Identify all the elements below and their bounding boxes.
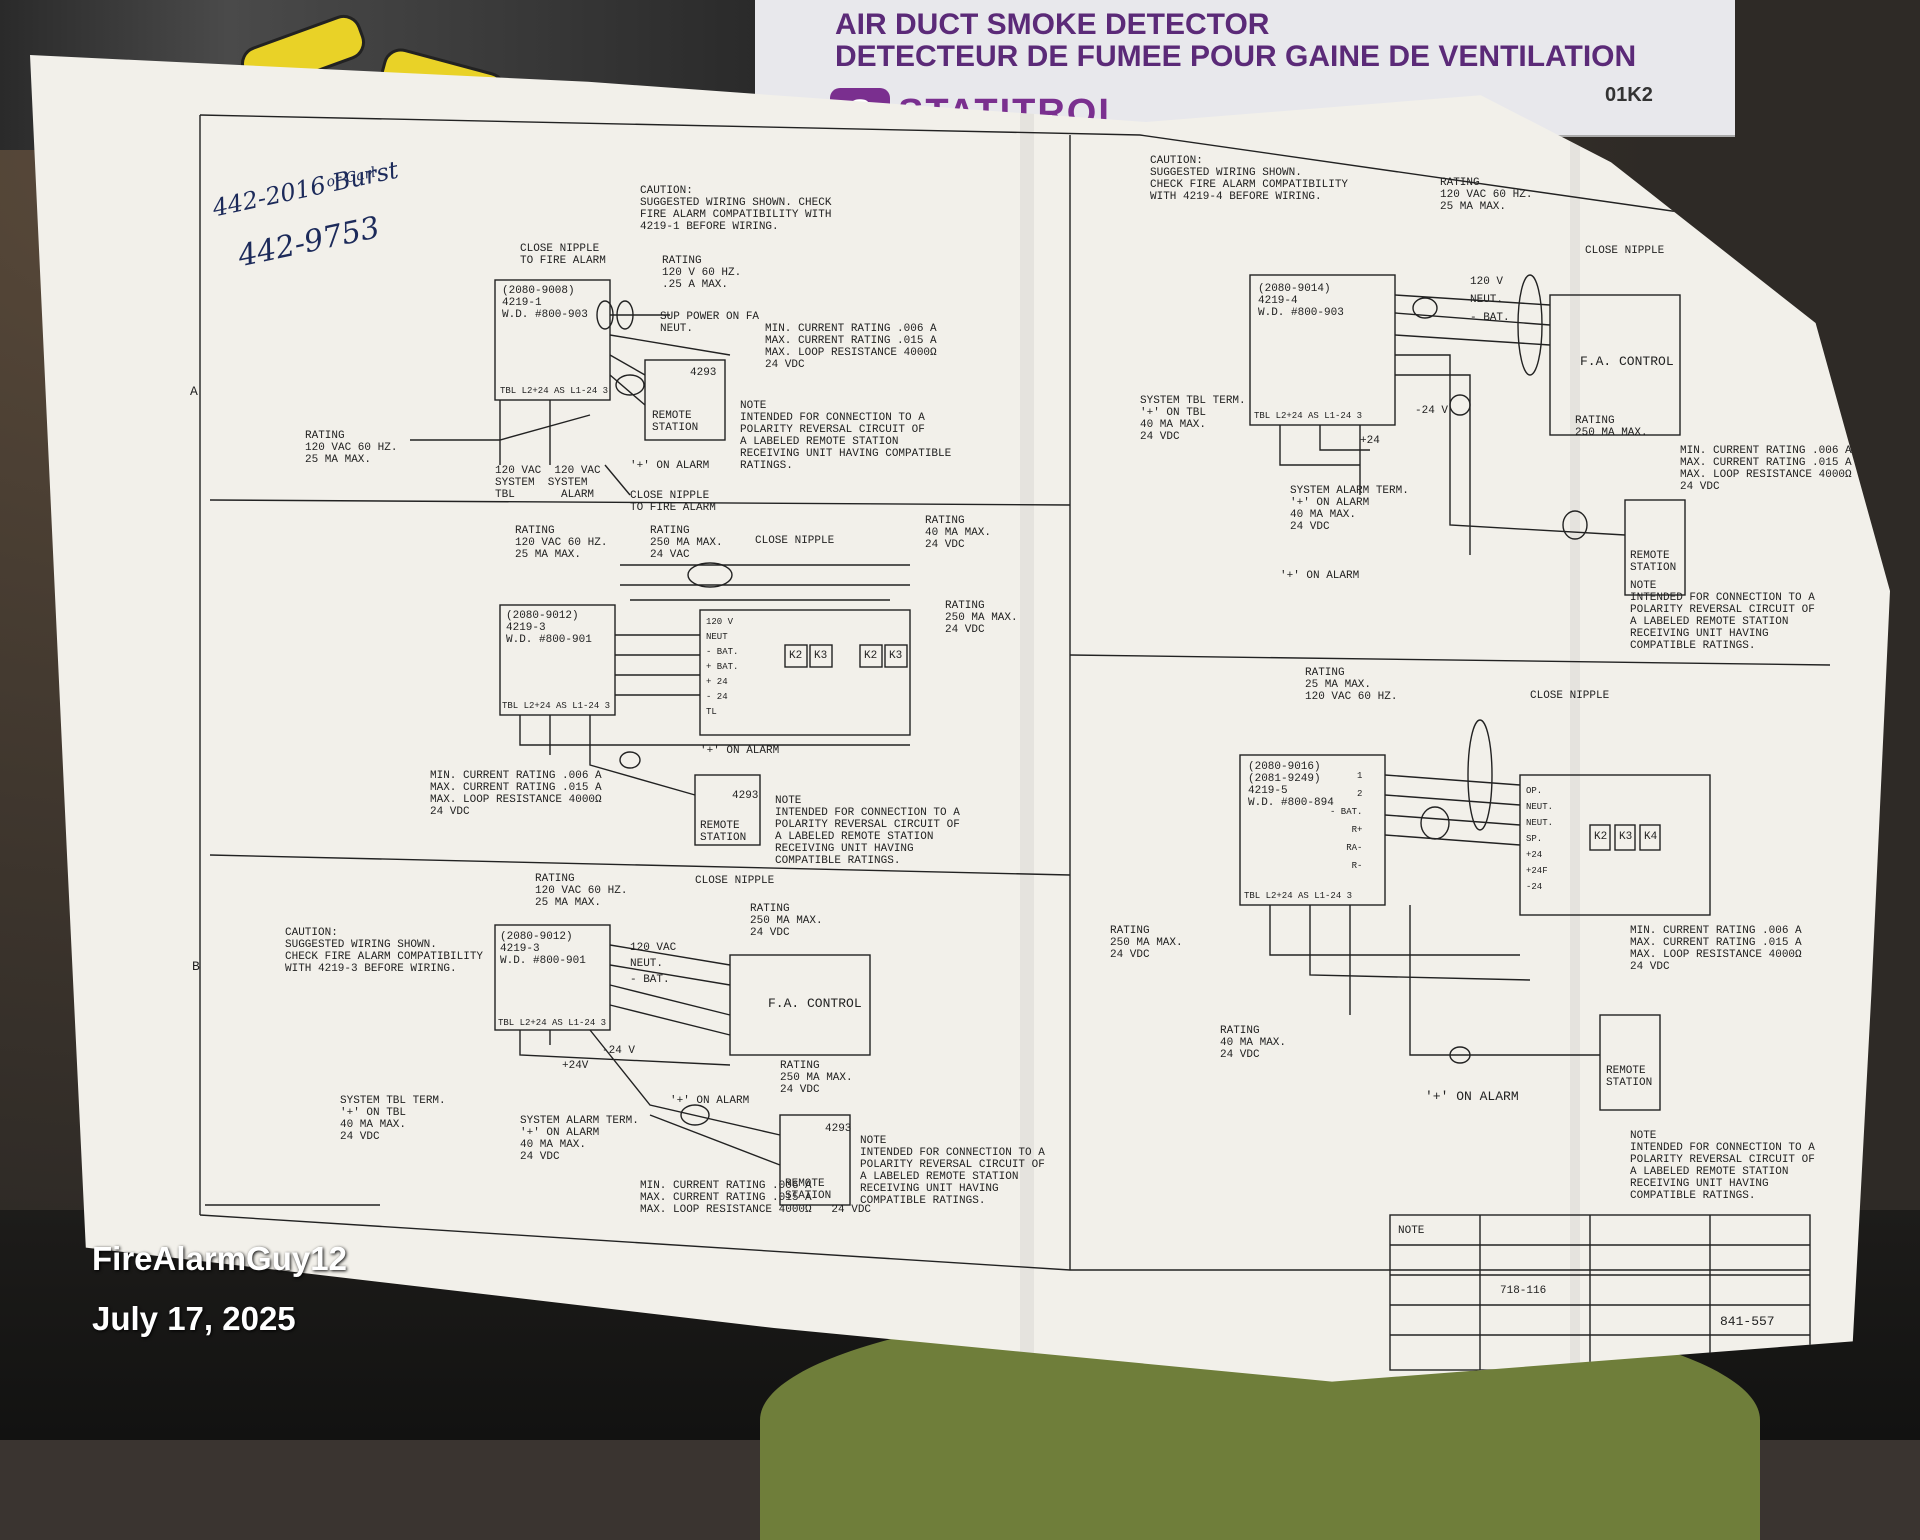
panel-d-on-alarm: '+' ON ALARM <box>1280 570 1360 582</box>
panel-d-caution: CAUTION: SUGGESTED WIRING SHOWN. CHECK F… <box>1150 155 1349 203</box>
panel-c-v24: -24 V <box>602 1045 636 1057</box>
author-overlay: FireAlarmGuy12 <box>92 1240 347 1277</box>
panel-a-close-nipple-bottom: CLOSE NIPPLE TO FIRE ALARM <box>630 490 716 514</box>
panel-a-note: NOTE INTENDED FOR CONNECTION TO A POLARI… <box>740 400 952 472</box>
panel-a-remote-num: 4293 <box>690 367 717 379</box>
panel-c-rating-mid: RATING 250 ma MAX. 24 VDC <box>750 903 823 939</box>
panel-c-min-current: MIN. CURRENT RATING .006 A MAX. CURRENT … <box>640 1180 872 1216</box>
panel-b-relay-k2b: K2 <box>864 650 878 662</box>
panel-b-relay-k3b: K3 <box>889 650 903 662</box>
panel-d-plus24: +24 <box>1360 435 1380 447</box>
side-marker-a: A <box>190 384 198 399</box>
paper-fold <box>1020 55 1034 1382</box>
panel-b-rating-mid: RATING 250 ma MAX. 24 VAC <box>650 525 723 561</box>
title-block-drawing-no: 841-557 <box>1720 1314 1775 1329</box>
panel-c-alarm-term: SYSTEM ALARM TERM. '+' ON ALARM 40 ma MA… <box>520 1115 639 1163</box>
paper-fold <box>1570 55 1580 1382</box>
panel-a-remote: REMOTE STATION <box>652 410 699 434</box>
box-title-en: AIR DUCT SMOKE DETECTOR <box>835 8 1270 41</box>
panel-e-note: NOTE INTENDED FOR CONNECTION TO A POLARI… <box>1630 1130 1815 1202</box>
panel-c-remote-num: 4293 <box>825 1123 852 1135</box>
title-block-doc-no: 718-116 <box>1500 1285 1547 1297</box>
panel-c-note: NOTE INTENDED FOR CONNECTION TO A POLARI… <box>860 1135 1045 1207</box>
panel-e-relay-k4: K4 <box>1644 831 1658 843</box>
panel-c-wires: 120 VAC NEUT. - BAT. <box>630 942 677 986</box>
panel-d-terminals: TBL L2+24 AS L1-24 3 <box>1254 411 1363 421</box>
panel-c-close-nipple: CLOSE NIPPLE <box>695 875 775 887</box>
panel-c-model: (2080-9012) 4219-3 W.D. #800-901 <box>500 931 586 967</box>
panel-e-relay-k3: K3 <box>1619 831 1633 843</box>
panel-e-min-current: MIN. CURRENT RATING .006 A MAX. CURRENT … <box>1630 925 1802 973</box>
panel-d-remote: REMOTE STATION <box>1630 550 1677 574</box>
side-marker-b: B <box>192 959 200 974</box>
panel-a-close-nipple-top: CLOSE NIPPLE TO FIRE ALARM <box>520 243 606 267</box>
panel-d-rating-right: RATING 250 ma MAX. <box>1575 415 1648 439</box>
panel-e-model: (2080-9016) (2081-9249) 4219-5 W.D. #800… <box>1248 761 1334 809</box>
panel-b-rating-left: RATING 120 VAC 60 HZ. 25 ma MAX. <box>515 525 608 561</box>
panel-c-rating-low: RATING 250 ma MAX. 24 VDC <box>780 1060 853 1096</box>
panel-d-v24: -24 V <box>1415 405 1449 417</box>
panel-a-rating-left: RATING 120 VAC 60 HZ. 25 ma MAX. <box>305 430 398 466</box>
panel-c-tbl-term: SYSTEM TBL TERM. '+' ON TBL 40 ma MAX. 2… <box>340 1095 446 1143</box>
panel-a-min-current: MIN. CURRENT RATING .006 A MAX. CURRENT … <box>765 323 937 371</box>
box-code: 01K2 <box>1605 84 1653 106</box>
panel-a-terminals: TBL L2+24 AS L1-24 3 <box>500 386 609 396</box>
panel-d-note: NOTE INTENDED FOR CONNECTION TO A POLARI… <box>1630 580 1815 652</box>
panel-d-alarm-term: SYSTEM ALARM TERM. '+' ON ALARM 40 ma MA… <box>1290 485 1409 533</box>
panel-e-terminals: TBL L2+24 AS L1-24 3 <box>1244 891 1353 901</box>
title-block-note: NOTE <box>1398 1225 1425 1237</box>
panel-b-relay-k2a: K2 <box>789 650 803 662</box>
wiring-diagram-lines <box>199 114 1841 1371</box>
panel-b-on-alarm: '+' ON ALARM <box>700 745 780 757</box>
panel-c-rating-top: RATING 120 VAC 60 HZ. 25 ma MAX. <box>535 873 628 909</box>
panel-c-plus24: +24V <box>562 1060 589 1072</box>
panel-e-rating-left: RATING 250 ma MAX. 24 VDC <box>1110 925 1183 961</box>
panel-c-caution: CAUTION: SUGGESTED WIRING SHOWN. CHECK F… <box>285 927 484 975</box>
panel-d-close-nipple: CLOSE NIPPLE <box>1585 245 1665 257</box>
panel-b-rating-far: RATING 250 ma MAX. 24 VDC <box>945 600 1018 636</box>
panel-b-min-current: MIN. CURRENT RATING .006 A MAX. CURRENT … <box>430 770 602 818</box>
panel-d-model: (2080-9014) 4219-4 W.D. #800-903 <box>1258 283 1344 319</box>
panel-a-caution: CAUTION: SUGGESTED WIRING SHOWN. CHECK F… <box>640 185 832 233</box>
panel-b-relay-block: 120 V NEUT - BAT. + BAT. + 24 - 24 TL <box>706 617 739 717</box>
panel-b-note: NOTE INTENDED FOR CONNECTION TO A POLARI… <box>775 795 960 867</box>
panel-a-on-alarm: '+' ON ALARM <box>630 460 710 472</box>
panel-b-terminals: TBL L2+24 AS L1-24 3 <box>502 701 611 711</box>
box-title-fr: DETECTEUR DE FUMEE POUR GAINE DE VENTILA… <box>835 40 1637 73</box>
panel-a-rating-top: RATING 120 V 60 HZ. .25 A MAX. <box>662 255 742 291</box>
panel-b-remote: REMOTE STATION <box>700 820 747 844</box>
panel-b-remote-num: 4293 <box>732 790 759 802</box>
panel-a-model: (2080-9008) 4219-1 W.D. #800-903 <box>502 285 588 321</box>
panel-c-remote: REMOTE STATION <box>785 1178 832 1202</box>
panel-e-rating-top: RATING 25 ma MAX. 120 VAC 60 HZ. <box>1305 667 1398 703</box>
panel-b-relay-k3a: K3 <box>814 650 828 662</box>
date-overlay: July 17, 2025 <box>92 1300 296 1337</box>
panel-c-fa-control: F.A. CONTROL <box>768 996 862 1011</box>
panel-c-on-alarm: '+' ON ALARM <box>670 1095 750 1107</box>
panel-c-terminals: TBL L2+24 AS L1-24 3 <box>498 1018 607 1028</box>
panel-a-term-labels: 120 VAC 120 VAC SYSTEM SYSTEM TBL ALARM <box>495 465 601 501</box>
panel-e-relay-block: OP. NEUT. NEUT. SP. +24 +24F -24 <box>1526 786 1554 892</box>
panel-e-remote: REMOTE STATION <box>1606 1065 1653 1089</box>
panel-e-on-alarm: '+' ON ALARM <box>1425 1089 1519 1104</box>
panel-d-wires: 120 V NEUT. - BAT. <box>1470 276 1510 324</box>
panel-d-tbl-term: SYSTEM TBL TERM. '+' ON TBL 40 ma MAX. 2… <box>1140 395 1246 443</box>
panel-e-rating-low: RATING 40 ma MAX. 24 VDC <box>1220 1025 1287 1061</box>
panel-d-fa-control: F.A. CONTROL <box>1580 354 1674 369</box>
panel-a-sup-power: SUP POWER ON FA NEUT. <box>660 311 760 335</box>
panel-e-relay-k2: K2 <box>1594 831 1608 843</box>
wiring-diagram-paper: 442-2016 Burst or Carl 442-9753 A B CAUT… <box>30 55 1890 1382</box>
panel-e-close-nipple: CLOSE NIPPLE <box>1530 690 1610 702</box>
panel-b-rating-right: RATING 40 ma MAX. 24 VDC <box>925 515 992 551</box>
panel-d-rating: RATING 120 VAC 60 HZ. 25 ma MAX. <box>1440 177 1533 213</box>
panel-d-min-current: MIN. CURRENT RATING .006 A MAX. CURRENT … <box>1680 445 1852 493</box>
panel-b-model: (2080-9012) 4219-3 W.D. #800-901 <box>506 610 592 646</box>
panel-e-pins: 1 2 - BAT. R+ RA- R- <box>1330 771 1363 871</box>
panel-b-close-nipple: CLOSE NIPPLE <box>755 535 835 547</box>
